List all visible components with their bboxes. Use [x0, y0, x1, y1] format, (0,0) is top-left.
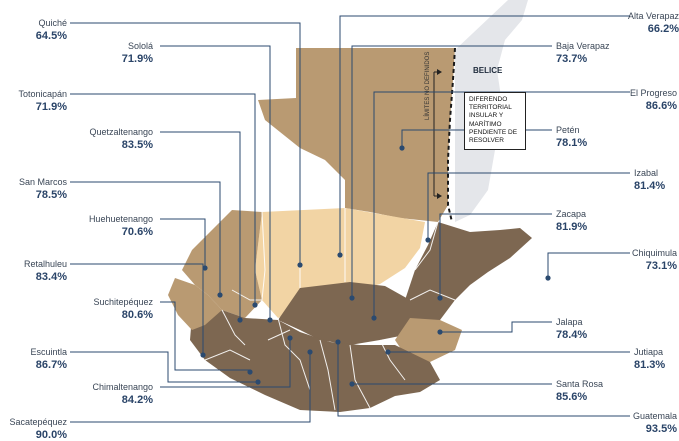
leader-dot-jutiapa [385, 349, 391, 355]
leader-dot-chimaltenango [287, 335, 293, 341]
leader-line-chiquimula [547, 252, 630, 278]
leader-dot-jalapa [437, 329, 443, 335]
leader-dot-baja-verapaz [349, 295, 355, 301]
leader-dot-chiquimula [545, 275, 551, 281]
leader-dot-retalhuleu [200, 352, 206, 358]
leader-line-totonicapan [70, 93, 256, 305]
leader-line-baja-verapaz [351, 45, 552, 298]
leader-line-quiche [70, 22, 301, 265]
leader-dot-peten [399, 145, 405, 151]
leader-dot-santa-rosa [349, 381, 355, 387]
region-central-dark [278, 282, 420, 345]
belize-border [447, 47, 456, 223]
leader-line-escuintla [70, 351, 258, 383]
leader-dot-solola [267, 317, 273, 323]
leader-dot-sacatepequez [307, 349, 313, 355]
leader-line-quetzaltenango [160, 131, 241, 320]
leader-dot-alta-verapaz [337, 252, 343, 258]
leader-line-zacapa [439, 213, 552, 298]
leader-dot-san-marcos [217, 292, 223, 298]
territorial-dispute-note: DIFERENDO TERRITORIAL INSULAR Y MARÍTIMO… [464, 92, 526, 150]
leader-line-guatemala [337, 342, 630, 417]
leader-dot-suchitepequez [247, 369, 253, 375]
leader-dot-zacapa [437, 295, 443, 301]
belice-label: BELICE [473, 66, 503, 75]
leader-line-sacatepequez [70, 352, 311, 423]
leader-dot-quetzaltenango [237, 317, 243, 323]
leader-line-solola [160, 45, 271, 320]
leader-line-el-progreso [373, 91, 630, 318]
leader-dot-quiche [297, 262, 303, 268]
leader-line-san-marcos [70, 181, 221, 295]
region-west-mid [182, 210, 262, 318]
leader-line-jalapa [440, 321, 552, 333]
region-jalapa [395, 318, 462, 362]
leader-dot-izabal [425, 237, 431, 243]
leader-line-chimaltenango [160, 338, 291, 388]
limits-undefined-label: LÍMITES NO DEFINIDOS [425, 51, 431, 120]
leader-dot-huehuetenango [202, 265, 208, 271]
leader-line-alta-verapaz [339, 15, 630, 255]
region-southwest-mid [168, 278, 222, 330]
leader-dot-escuintla [255, 379, 261, 385]
region-north-light [255, 208, 425, 318]
leader-dot-el-progreso [371, 315, 377, 321]
leader-dot-guatemala [335, 339, 341, 345]
leader-dot-totonicapan [252, 302, 258, 308]
region-east-dark [405, 222, 532, 320]
leader-line-huehuetenango [160, 218, 206, 268]
leader-line-retalhuleu [70, 263, 204, 355]
leader-line-izabal [427, 172, 630, 240]
